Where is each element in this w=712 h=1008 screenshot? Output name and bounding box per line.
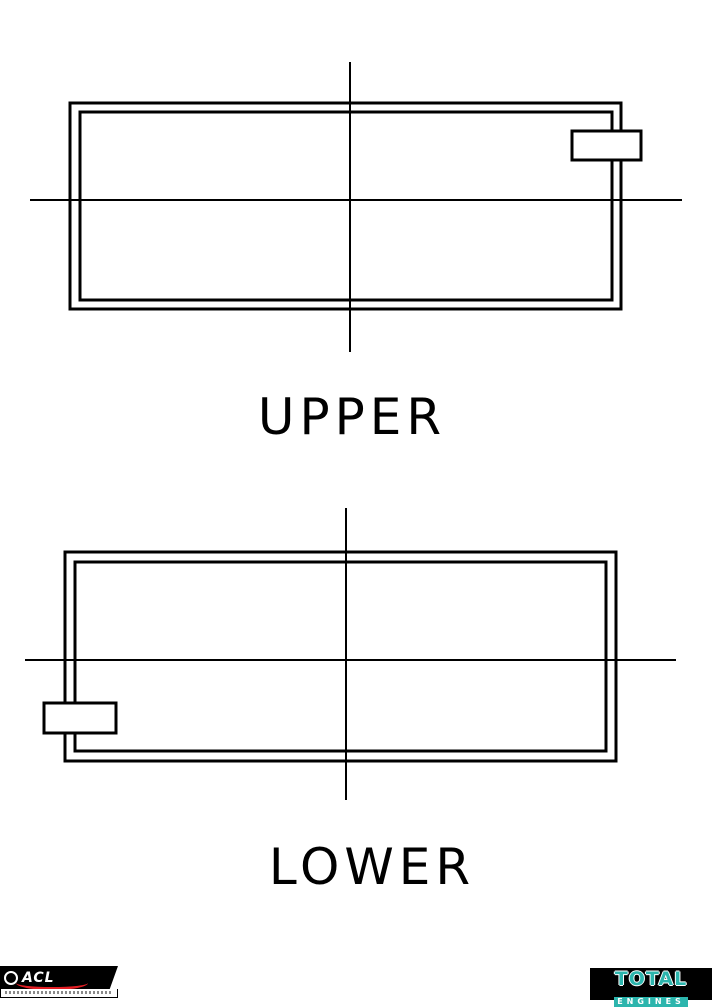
total-engines-subtitle: ENGINES — [614, 997, 688, 1007]
globe-emblem-icon — [4, 970, 18, 985]
acl-logo-tagline-strip — [0, 989, 118, 998]
total-engines-title: TOTAL — [614, 968, 688, 990]
acl-logo-band: ACL — [0, 966, 118, 989]
upper-locating-tang — [570, 129, 643, 162]
upper-label: UPPER — [257, 388, 447, 446]
lower-shell-inner-outline — [73, 560, 608, 753]
upper-shell-inner-outline — [78, 110, 614, 302]
acl-swoosh-icon — [16, 976, 88, 989]
upper-bearing-drawing — [30, 62, 682, 352]
lower-bearing-drawing — [25, 508, 676, 800]
total-engines-logo: TOTAL ENGINES — [590, 968, 712, 1007]
acl-logo: ACL — [0, 966, 118, 1000]
lower-locating-tang — [42, 701, 118, 735]
upper-shell-outer-outline — [68, 101, 623, 311]
acl-logo-text: ACL — [22, 969, 55, 986]
lower-label: LOWER — [268, 838, 476, 896]
lower-shell-outer-outline — [63, 550, 618, 763]
